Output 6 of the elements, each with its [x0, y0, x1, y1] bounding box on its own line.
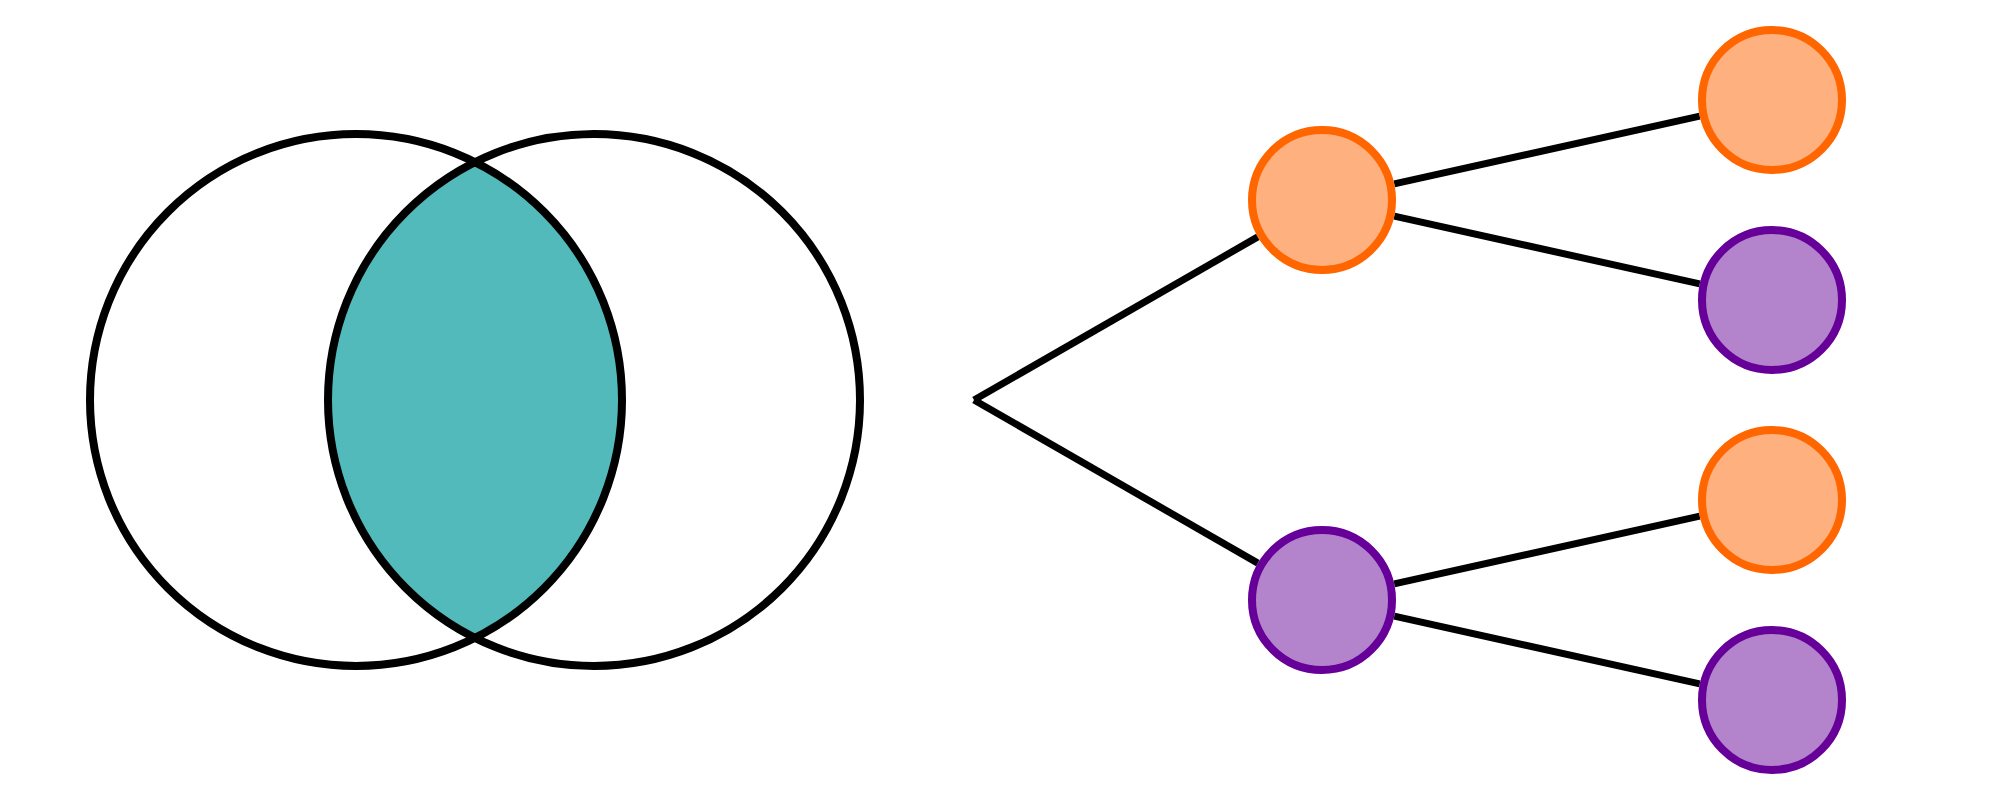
- connector-line: [972, 233, 1260, 404]
- connector-line: [1393, 512, 1701, 588]
- connector-line: [972, 396, 1260, 567]
- connector-line: [1393, 112, 1701, 188]
- connector-line: [1393, 212, 1701, 288]
- connector-line: [1393, 612, 1701, 688]
